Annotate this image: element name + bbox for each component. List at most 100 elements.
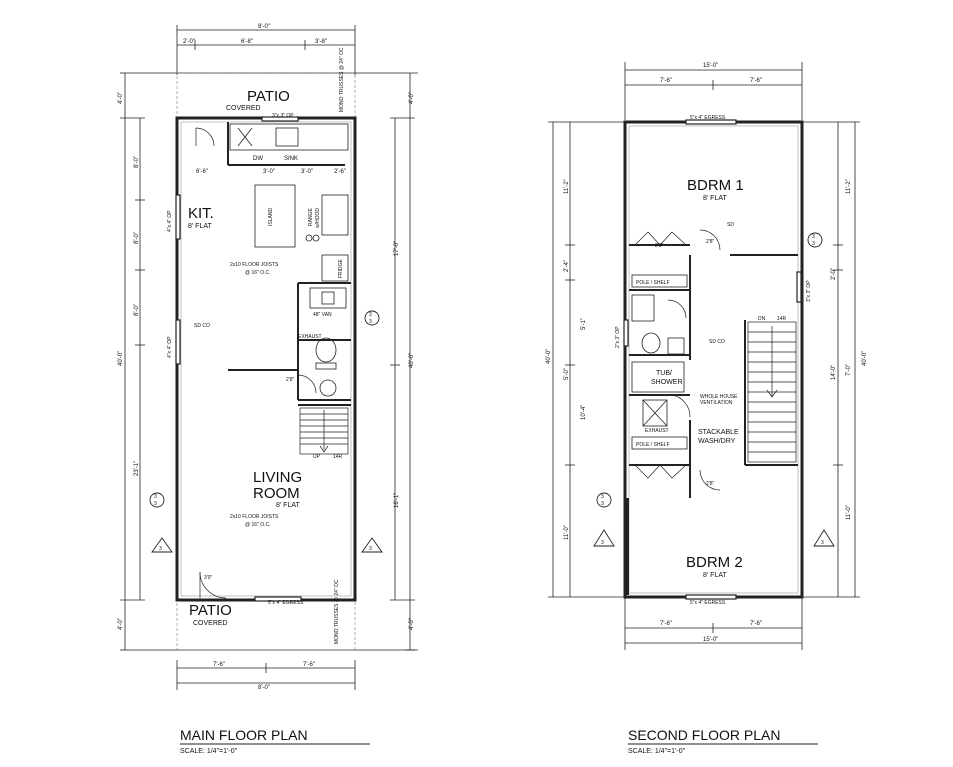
second-bdrm2-sub: 8' FLAT [703,572,727,579]
main-living-label-2: ROOM [253,485,300,502]
second-dn-label: DN [758,316,766,322]
second-dim-right-total: 40'-0" [862,351,868,366]
main-door-bottom-label: 5"x 4" EGRESS [268,600,304,606]
main-floor-plan: PATIO COVERED KIT. 8' FLAT LIVING ROOM 8… [118,24,418,755]
second-window-right: 3"x 3" OP [806,280,812,302]
main-window-side-1: 4"x 4" OP [167,210,173,232]
second-dim-top-b: 7'-6" [750,78,762,84]
main-up-count: 14R [333,454,343,460]
main-dw-label: DW [253,156,263,162]
main-dim-inner-4: 2'-6" [334,169,346,175]
main-stairs [299,407,349,455]
main-living-sub: 8' FLAT [276,502,300,509]
main-interior-walls [227,122,351,406]
main-dim-left-2: 8'-0" [134,232,140,244]
second-dim-bottom-a: 7'-6" [660,621,672,627]
main-up-label: UP [313,454,321,460]
second-marker-num-left: 3 [601,494,604,500]
main-marker-tri-right: 3 [369,546,372,552]
main-range-label: RANGE [308,208,314,226]
main-dim-left-total: 40'-0" [118,351,124,366]
second-bdrm1-label: BDRM 1 [687,177,744,194]
second-exhaust: EXHAUST [645,428,669,434]
second-dim-bottom-total: 15'-0" [703,637,718,643]
main-dim-inner-2: 3'-0" [263,169,275,175]
second-stairs [747,321,797,463]
main-dim-left-patio: 4'-0" [118,92,124,104]
second-door-2-8c: 2'8" [655,243,664,249]
second-windows [623,119,802,600]
second-pole-shelf-1: POLE / SHELF [636,280,670,286]
main-marker-den-left: 3 [154,501,157,507]
main-dim-right-patio-b: 4'-0" [409,618,415,630]
main-doors [195,127,317,599]
second-marker-den-right: 3 [812,241,815,247]
main-section-markers [149,310,383,553]
main-smoke-co: SD CO [194,323,210,329]
second-dim-top-a: 7'-6" [660,78,672,84]
main-dim-left-1: 8'-0" [134,156,140,168]
second-tub-label: TUB/ [656,370,672,377]
second-dim-left-4: 5'-0" [564,368,570,380]
main-living-label-1: LIVING [253,469,302,486]
second-sd: SD [727,222,734,228]
main-dim-top-b: 6'-8" [241,39,253,45]
second-dim-right-3: 14'-0" [831,365,837,380]
second-dim-left-total: 40'-0" [546,349,552,364]
second-marker-num-right: 3 [812,234,815,240]
main-dim-left-4: 23'-1" [134,461,140,476]
main-dim-bottom-a: 7'-6" [213,662,225,668]
main-island-label: ISLAND [268,208,274,226]
second-marker-den-left: 3 [601,501,604,507]
second-floor-scale: SCALE: 1/4"=1'-0" [628,748,686,755]
main-dim-top-a: 2'-0" [183,39,195,45]
second-interior-walls [629,244,798,498]
main-windows [175,116,302,602]
main-marker-den-right: 3 [369,319,372,325]
second-bdrm1-sub: 8' FLAT [703,195,727,202]
second-stack-1: STACKABLE [698,429,739,436]
main-joists-kitchen: 2x10 FLOOR JOISTS [230,262,279,268]
main-kitchen-sub: 8' FLAT [188,223,212,230]
second-whole-house-2: VENTILATION [700,400,733,406]
second-dimension-lines [548,62,860,650]
second-marker-tri-left: 3 [601,540,604,546]
second-dim-right-5: 11'-0" [846,505,852,520]
main-patio-top-sub: COVERED [226,105,261,112]
second-dim-bottom-b: 7'-6" [750,621,762,627]
main-patio-top-label: PATIO [247,88,290,105]
second-stack-2: WASH/DRY [698,438,736,445]
second-wall-thick-segment [624,498,629,595]
second-marker-tri-right: 3 [821,540,824,546]
main-door-2-8: 2'8" [286,377,295,383]
main-van-label: 48" VAN [313,312,332,318]
main-joists-living: 2x10 FLOOR JOISTS [230,514,279,520]
second-dim-top-total: 15'-0" [703,63,718,69]
second-dim-right-1: 11'-2" [846,179,852,194]
main-dim-top-c: 3'-8" [315,39,327,45]
second-egress-bottom: 5"x 4" EGRESS [690,600,726,606]
main-floor-title: MAIN FLOOR PLAN [180,727,308,743]
second-fixtures [631,274,688,450]
second-dim-left-3: 5'-1" [581,318,587,330]
main-joists-kitchen-oc: @ 16" O.C. [245,270,270,276]
main-joists-living-oc: @ 16" O.C. [245,522,270,528]
main-hood-label: w/HOOD [315,208,321,228]
second-shower-label: SHOWER [651,379,683,386]
main-patio-bottom-sub: COVERED [193,620,228,627]
main-marker-num-right: 3 [369,312,372,318]
second-pole-shelf-2: POLE / SHELF [636,442,670,448]
main-dim-right-total: 40'-0" [409,353,415,368]
main-window-top-label: 3"x 3" OP [272,113,294,119]
second-sd-co: SD CO [709,339,725,345]
main-marker-num-left: 3 [154,494,157,500]
second-dim-right-4: 7'-0" [846,364,852,376]
main-truss-top: MONO TRUSSES @ 24" OC [339,47,345,112]
second-dim-left-5: 10'-4" [581,405,587,420]
second-floor-title: SECOND FLOOR PLAN [628,727,780,743]
second-doors [634,229,721,491]
main-window-side-2: 4"x 4" OP [167,336,173,358]
main-dim-bottom-b: 7'-6" [303,662,315,668]
main-door-3-0: 3'0" [204,575,213,581]
second-egress-top: 5"x 4" EGRESS [690,115,726,121]
